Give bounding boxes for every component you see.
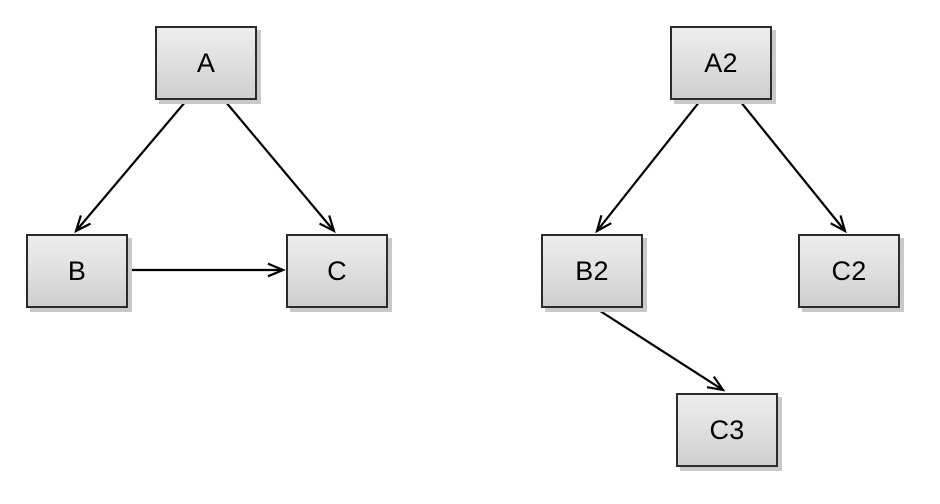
node-label: A — [196, 47, 216, 78]
arrowhead-icon — [830, 215, 847, 234]
edge-a2-b2 — [595, 100, 701, 234]
node-label: B — [67, 255, 87, 286]
node-b2[interactable]: B2 — [541, 234, 643, 308]
node-c2[interactable]: C2 — [798, 234, 900, 308]
edge-a-b — [74, 100, 187, 234]
node-label: C — [327, 255, 347, 286]
edge-b2-c3 — [596, 308, 726, 392]
node-label: C2 — [831, 255, 867, 286]
arrowhead-icon — [319, 215, 336, 234]
node-c3[interactable]: C3 — [676, 393, 778, 467]
edge-line — [596, 308, 724, 391]
node-label: C3 — [709, 414, 745, 445]
edge-line — [224, 100, 335, 232]
edge-a2-c2 — [739, 100, 847, 234]
edge-line — [739, 100, 846, 232]
edge-a-c — [224, 100, 336, 234]
arrowhead-icon — [706, 375, 726, 392]
edge-line — [596, 100, 701, 232]
node-a2[interactable]: A2 — [670, 26, 772, 100]
node-label: B2 — [575, 255, 609, 286]
edge-line — [75, 100, 187, 232]
node-b[interactable]: B — [26, 234, 128, 308]
arrowhead-icon — [267, 262, 286, 278]
node-c[interactable]: C — [286, 234, 388, 308]
edge-b-c — [131, 262, 286, 278]
arrowhead-icon — [595, 215, 612, 234]
arrowhead-icon — [74, 215, 91, 234]
node-label: A2 — [704, 47, 738, 78]
node-a[interactable]: A — [155, 26, 257, 100]
